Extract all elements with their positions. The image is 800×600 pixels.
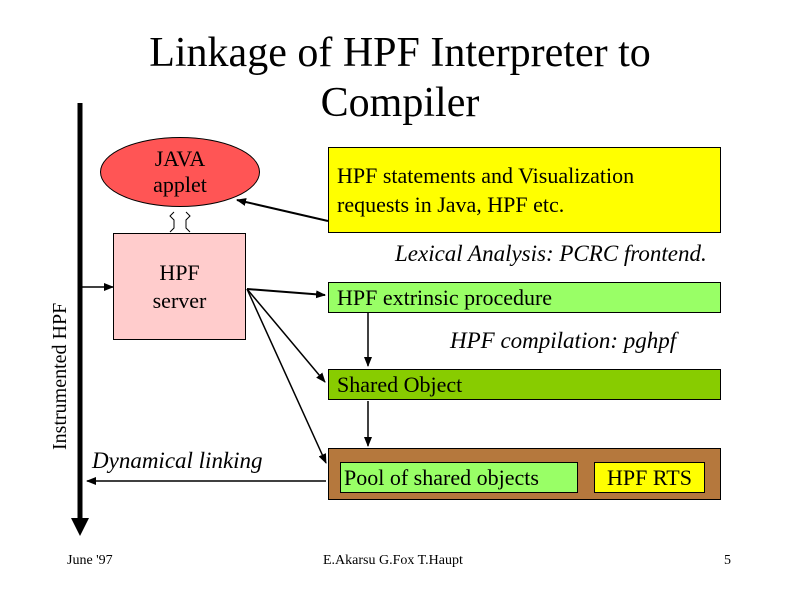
arrow-server-to-pool — [246, 288, 327, 464]
hpf-server-line2: server — [152, 287, 207, 313]
hpf-server-line1: HPF — [159, 259, 200, 285]
hpf-rts-label: HPF RTS — [607, 464, 692, 490]
requests-box: HPF statements and Visualization request… — [328, 147, 721, 233]
hpf-server-node: HPF server — [113, 233, 246, 340]
arrow-requests-to-applet — [236, 198, 329, 222]
lexical-analysis-label: Lexical Analysis: PCRC frontend. — [395, 241, 707, 266]
dynamical-linking-label: Dynamical linking — [92, 448, 263, 473]
slide-title-line2: Compiler — [320, 80, 480, 126]
slide-title: Linkage of HPF Interpreter to Compiler — [60, 28, 740, 128]
pool-of-shared-objects-box: Pool of shared objects — [340, 462, 578, 493]
slide-title-line1: Linkage of HPF Interpreter to — [149, 30, 651, 76]
requests-box-line2: requests in Java, HPF etc. — [337, 192, 565, 217]
arrow-server-to-extrinsic — [246, 288, 326, 299]
hpf-compilation-label: HPF compilation: pghpf — [450, 328, 677, 353]
footer-date: June '97 — [67, 553, 113, 568]
footer-authors: E.Akarsu G.Fox T.Haupt — [323, 553, 463, 568]
instrumented-hpf-axis-head — [71, 518, 89, 536]
instrumented-hpf-label: Instrumented HPF — [49, 302, 71, 450]
pool-of-shared-objects-label: Pool of shared objects — [344, 464, 539, 490]
hpf-rts-box: HPF RTS — [594, 462, 705, 493]
shared-object-label: Shared Object — [337, 371, 463, 397]
extrinsic-procedure-label: HPF extrinsic procedure — [337, 284, 553, 310]
applet-server-link — [169, 211, 191, 233]
footer-page-number: 5 — [724, 553, 731, 568]
java-applet-node: JAVA applet — [100, 137, 260, 207]
requests-box-line1: HPF statements and Visualization — [337, 163, 635, 188]
shared-object-box: Shared Object — [328, 369, 721, 400]
extrinsic-procedure-box: HPF extrinsic procedure — [328, 282, 721, 313]
java-applet-line2: applet — [153, 172, 207, 197]
arrow-server-to-shared-object — [246, 288, 326, 383]
java-applet-line1: JAVA — [154, 146, 206, 171]
